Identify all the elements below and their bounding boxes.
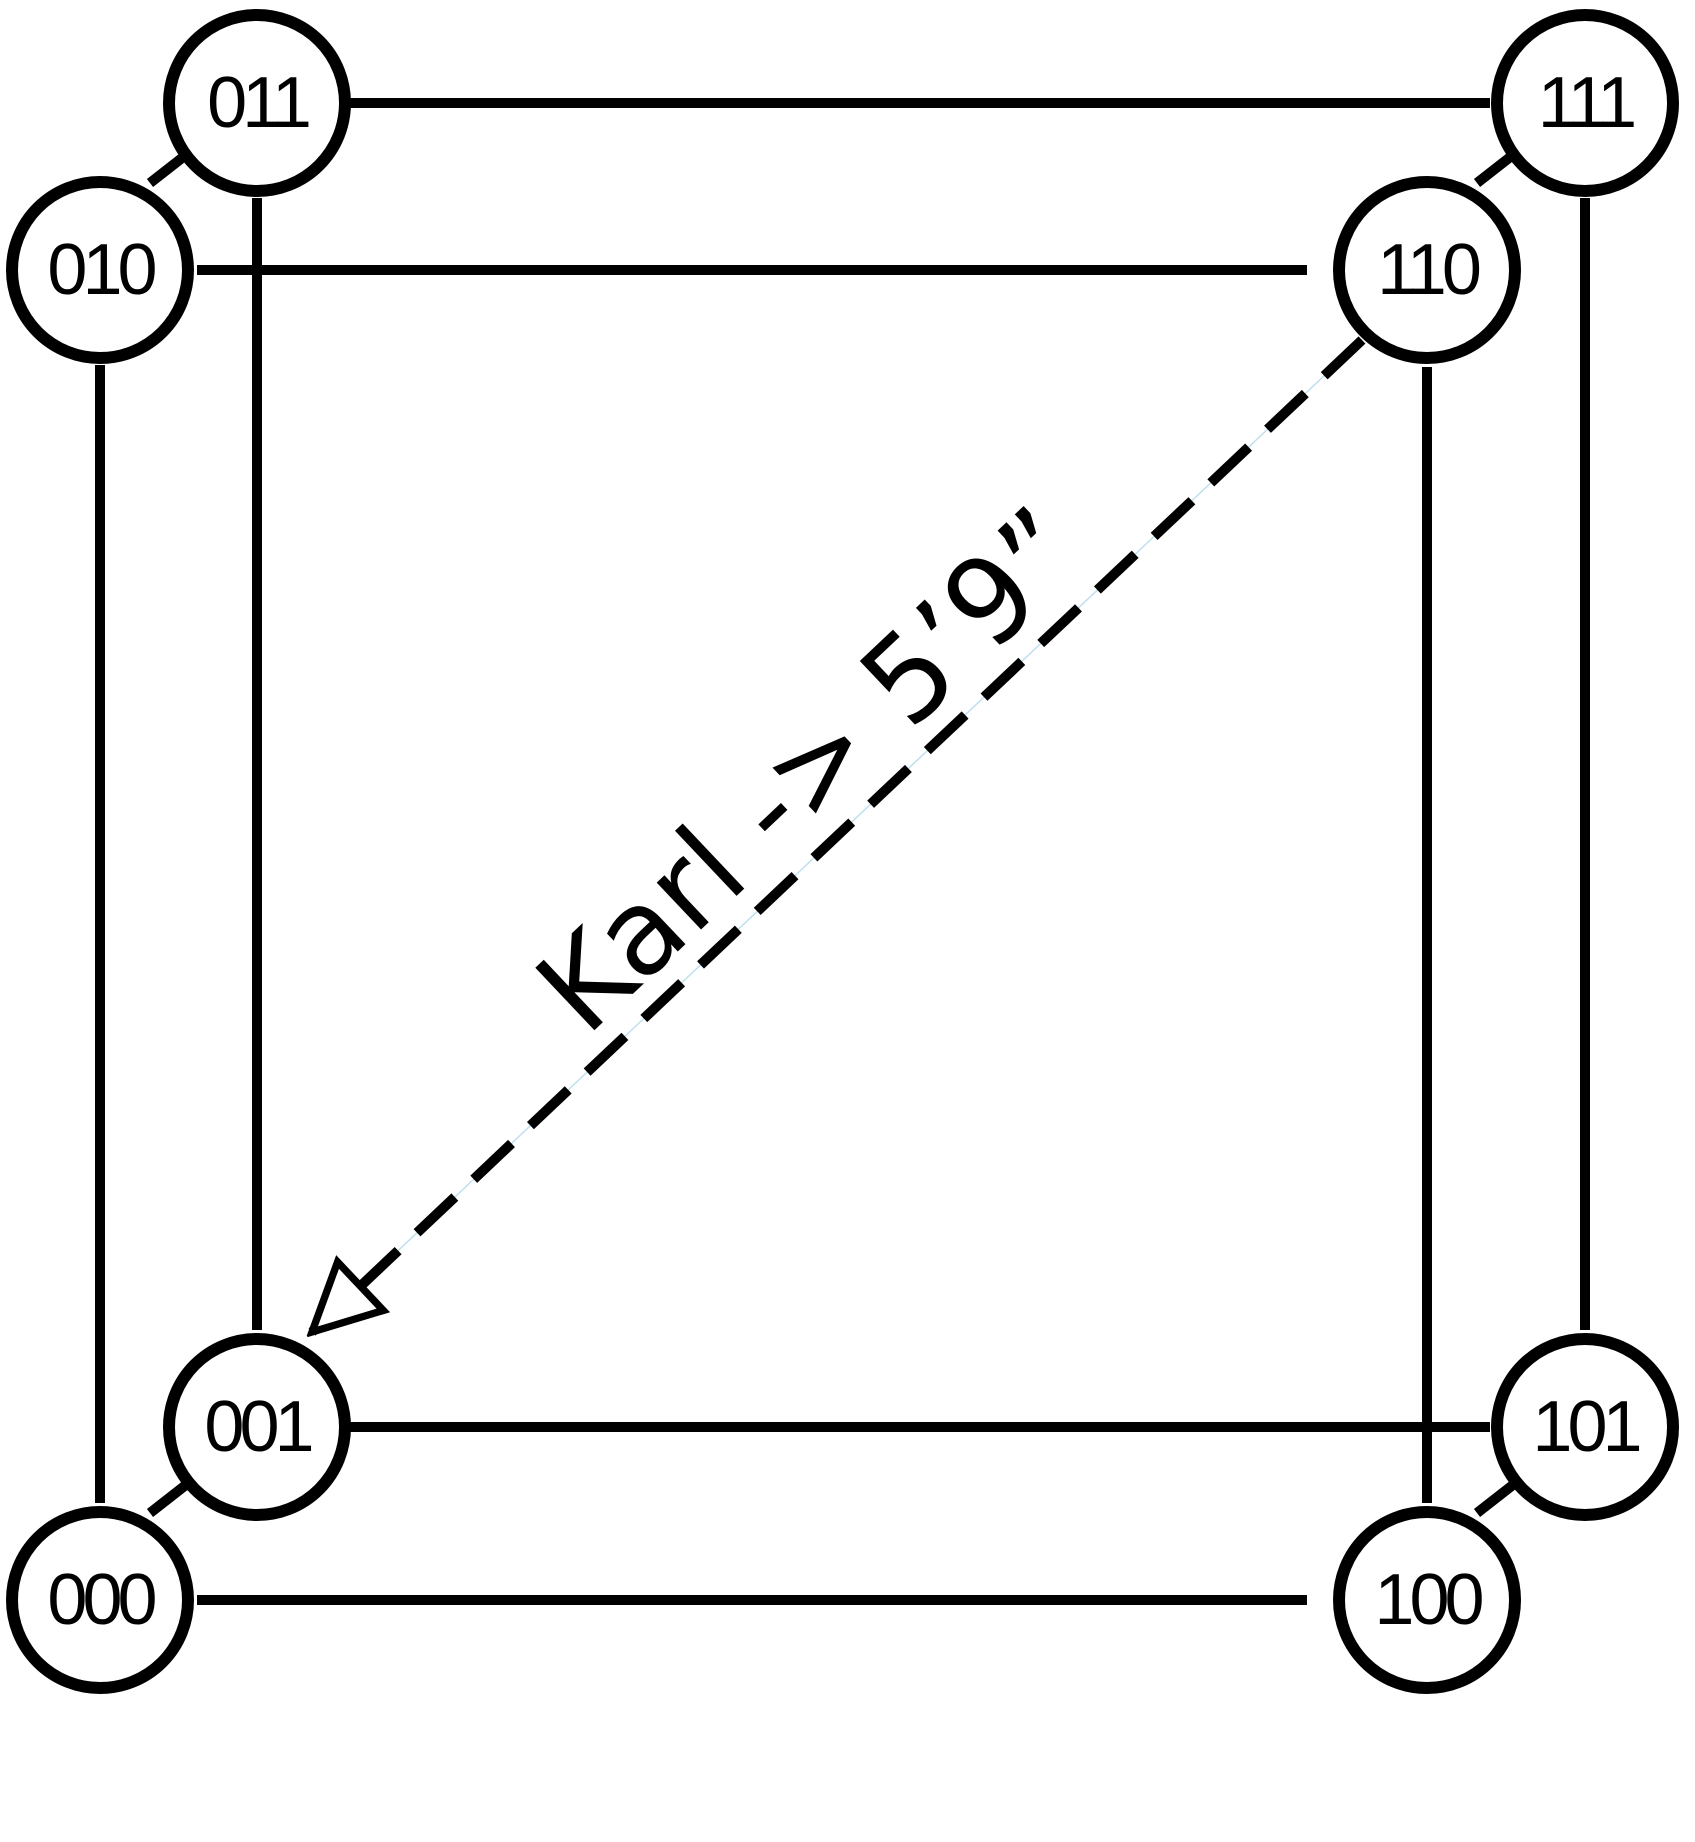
node-010-label: 010 [47, 230, 155, 310]
node-110-circle [1333, 176, 1521, 364]
node-100-circle [1333, 1506, 1521, 1694]
dashed-edge-group [312, 336, 1366, 1332]
node-000-label: 000 [47, 1560, 155, 1640]
node-100: 100 [1333, 1506, 1521, 1694]
node-001: 001 [163, 1333, 351, 1521]
node-001-label: 001 [204, 1387, 311, 1467]
nodes: 011 111 010 110 001 101 000 100 [6, 9, 1679, 1694]
node-000-circle [6, 1506, 194, 1694]
node-011-label: 011 [207, 63, 309, 143]
node-001-circle [163, 1333, 351, 1521]
node-100-label: 100 [1374, 1560, 1482, 1640]
node-101: 101 [1491, 1333, 1679, 1521]
node-110-label: 110 [1377, 230, 1480, 310]
node-101-circle [1491, 1333, 1679, 1521]
node-010-circle [6, 176, 194, 364]
node-101-label: 101 [1532, 1387, 1639, 1467]
node-011: 011 [163, 9, 351, 197]
node-010: 010 [6, 176, 194, 364]
edges [95, 98, 1590, 1605]
node-000: 000 [6, 1506, 194, 1694]
node-011-circle [163, 9, 351, 197]
node-111-label: 111 [1538, 63, 1634, 143]
node-111-circle [1491, 9, 1679, 197]
node-110: 110 [1333, 176, 1521, 364]
node-111: 111 [1491, 9, 1679, 197]
edge-110-001-dashed [312, 336, 1366, 1332]
edge-label: Karl -> 5’9” [510, 481, 1109, 1058]
